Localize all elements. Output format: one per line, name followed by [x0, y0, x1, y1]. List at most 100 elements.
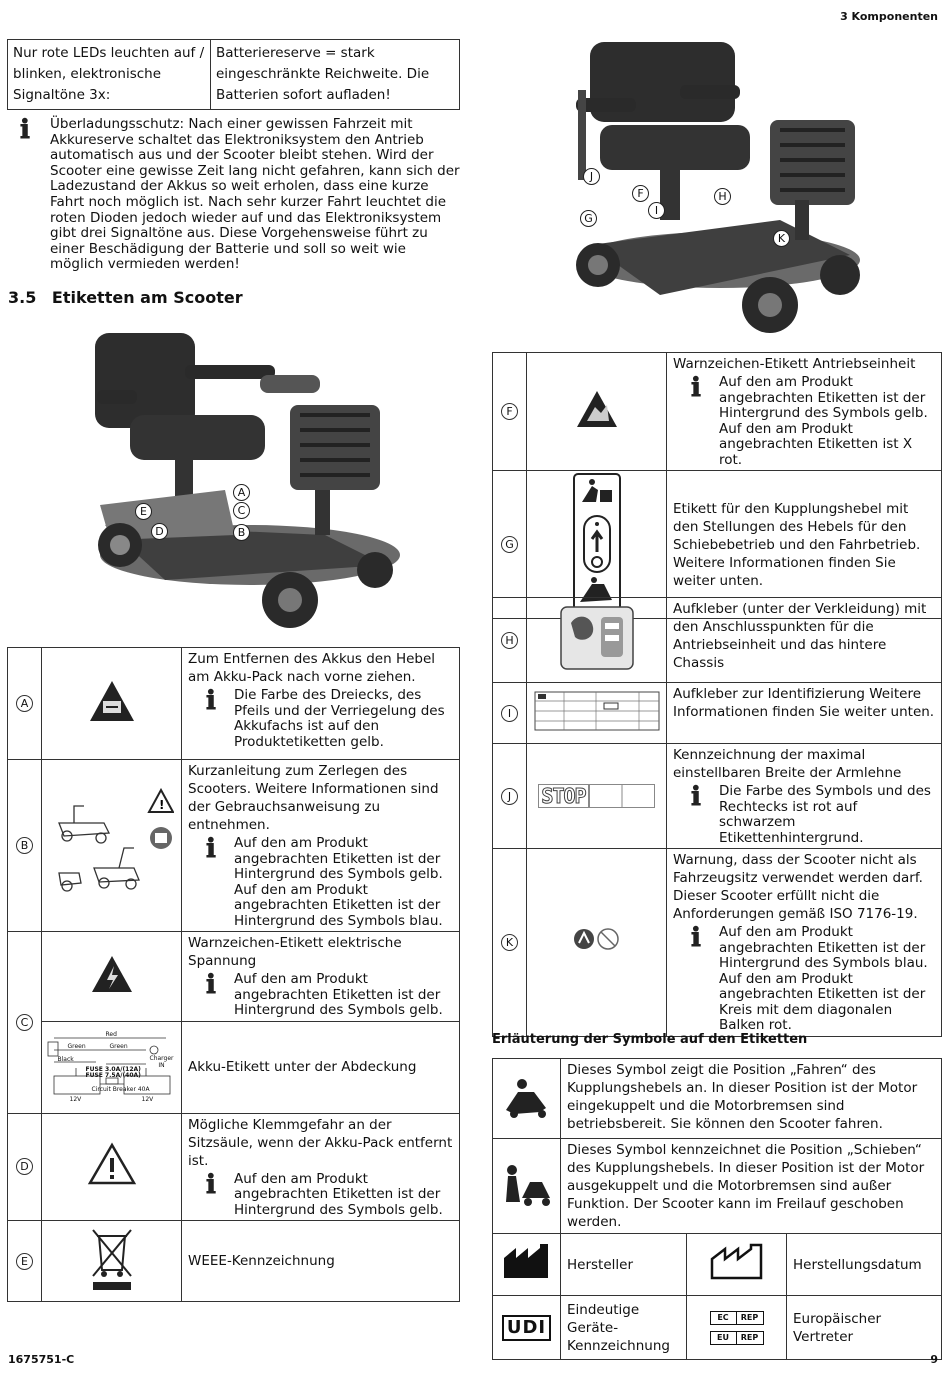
label-c-note: Auf den am Produkt angebrachten Etikette…	[234, 971, 443, 1018]
wire-label-green-2: Green	[109, 1043, 128, 1050]
label-e-text: WEEE-Kennzeichnung	[181, 1220, 460, 1302]
label-k-text: Warnung, dass der Scooter nicht als Fahr…	[673, 852, 923, 922]
symbols-table: Dieses Symbol zeigt die Position „Fahren…	[492, 1058, 942, 1360]
label-letter: D	[16, 1158, 33, 1176]
label-a-symbol	[41, 647, 182, 760]
label-letter: K	[501, 933, 518, 951]
callout-b: B	[233, 524, 250, 541]
ec-rep-icon-a: EC	[711, 1311, 737, 1324]
label-a-note: Die Farbe des Dreiecks, des Pfeils und d…	[234, 687, 445, 750]
label-k-symbol	[526, 848, 667, 1037]
callout-k: K	[773, 230, 790, 247]
manufacturing-date-icon	[710, 1243, 762, 1280]
drive-unit-warning-icon	[576, 391, 617, 427]
callout-g: G	[580, 210, 597, 227]
led-status-table: Nur rote LEDs leuchten auf / blinken, el…	[7, 39, 460, 110]
label-d-symbol	[41, 1112, 182, 1221]
label-b-symbol: !	[41, 759, 182, 932]
weee-bin-icon	[91, 1228, 132, 1290]
label-f-symbol	[526, 352, 667, 471]
battery-wiring-diagram: Red Green Green Charger IN Black FUSE 3.…	[41, 1020, 182, 1114]
mfg-date-symbol	[686, 1233, 787, 1296]
manufacturer-icon	[503, 1244, 548, 1278]
callout-i: I	[648, 202, 665, 219]
manufacturer-text: Hersteller	[560, 1233, 687, 1296]
label-letter: A	[16, 695, 33, 712]
voltage-label-1: 12V	[69, 1096, 82, 1103]
section-title-text: Etiketten am Scooter	[51, 288, 243, 307]
right-labels-table-bottom: H Aufkleber (unter der Verkleidung) mit …	[492, 597, 942, 1037]
callout-d: D	[151, 523, 168, 540]
label-j-note: Die Farbe des Symbols und des Rechtecks …	[719, 783, 931, 846]
info-icon: ℹ	[206, 1169, 216, 1200]
breaker-label: Circuit Breaker 40A	[91, 1086, 150, 1093]
fuse-label-1: FUSE 3.0A/(12A)	[85, 1066, 141, 1073]
callout-a: A	[233, 484, 250, 501]
svg-text:!: !	[159, 798, 164, 812]
charger-label: Charger IN	[149, 1055, 174, 1069]
label-i-text: Aufkleber zur Identifizierung Weitere In…	[666, 682, 942, 744]
label-g-text: Etikett für den Kupplungshebel mit den S…	[666, 470, 942, 619]
disassembly-guide-icon: !	[58, 787, 175, 892]
label-letter: F	[501, 403, 518, 420]
stop-mark: STOP	[538, 784, 589, 808]
section-title: 3.5 Etiketten am Scooter	[8, 289, 243, 306]
ec-rep-icon-b: REP	[740, 1312, 759, 1322]
label-e-symbol	[41, 1220, 182, 1302]
clutch-lever-label-icon	[572, 473, 621, 611]
push-symbol-text: Dieses Symbol kennzeichnet die Position …	[560, 1138, 942, 1234]
scooter-illustration-front: A E C D B	[85, 325, 415, 630]
udi-text: Eindeutige Geräte-Kennzeichnung	[560, 1295, 687, 1360]
led-status-condition: Nur rote LEDs leuchten auf / blinken, el…	[7, 39, 211, 110]
callout-h: H	[714, 188, 731, 205]
left-labels-table: A Zum Entfernen des Akkus den Hebel am A…	[7, 647, 460, 1302]
udi-icon: UDI	[501, 1314, 552, 1341]
callout-f: F	[632, 185, 649, 202]
drive-symbol	[492, 1058, 561, 1139]
label-letter: H	[501, 631, 518, 649]
info-icon: ℹ	[691, 373, 701, 403]
label-k-note: Auf den am Produkt angebrachten Etikette…	[719, 924, 928, 1033]
voltage-label-2: 12V	[141, 1096, 154, 1103]
page-number: 9	[930, 1353, 938, 1366]
connection-points-sticker-icon	[559, 605, 634, 670]
label-c-text: Warnzeichen-Etikett elektrische Spannung	[188, 935, 402, 969]
pinch-warning-icon	[87, 1142, 136, 1185]
identification-sticker-icon	[534, 691, 659, 730]
fuse-label-2: FUSE 7.5A/(40A)	[85, 1072, 141, 1079]
label-c-symbol	[41, 931, 182, 1022]
wire-label-red: Red	[105, 1031, 117, 1038]
eu-rep-icon-b: REP	[740, 1332, 759, 1342]
wire-label-black: Black	[57, 1056, 74, 1063]
label-f-text: Warnzeichen-Etikett Antriebseinheit	[673, 356, 916, 372]
label-i-symbol	[526, 682, 667, 744]
doc-number: 1675751-C	[8, 1353, 75, 1366]
push-symbol	[492, 1138, 561, 1234]
label-d-text: Mögliche Klemmgefahr an der Sitzsäule, w…	[188, 1116, 453, 1169]
info-icon: ℹ	[20, 115, 30, 145]
led-status-meaning: Batteriereserve = stark eingeschränkte R…	[210, 39, 460, 110]
callout-e: E	[135, 503, 152, 520]
high-voltage-warning-icon	[91, 955, 132, 992]
callout-j: J	[583, 168, 600, 185]
label-letter: J	[501, 787, 518, 805]
label-b-text: Kurzanleitung zum Zerlegen des Scooters.…	[188, 763, 439, 833]
info-icon: ℹ	[691, 923, 701, 953]
drive-position-icon	[505, 1079, 546, 1118]
label-d-note: Auf den am Produkt angebrachten Etikette…	[234, 1170, 443, 1218]
callout-c: C	[233, 502, 250, 519]
label-letter: C	[16, 1013, 33, 1031]
label-letter: E	[16, 1252, 33, 1270]
battery-removal-warning-icon	[89, 681, 134, 721]
section-number: 3.5	[8, 288, 37, 307]
symbols-title: Erläuterung der Symbole auf den Etikette…	[492, 1032, 808, 1047]
label-letter: G	[501, 536, 518, 553]
info-icon: ℹ	[206, 834, 216, 864]
eu-rep-icon-a: EU	[711, 1331, 737, 1344]
info-icon: ℹ	[691, 782, 701, 812]
no-vehicle-seat-icon	[573, 928, 619, 950]
chapter-header: 3 Komponenten	[840, 10, 938, 23]
label-g-symbol	[526, 470, 667, 619]
label-j-symbol: STOP	[526, 743, 667, 849]
